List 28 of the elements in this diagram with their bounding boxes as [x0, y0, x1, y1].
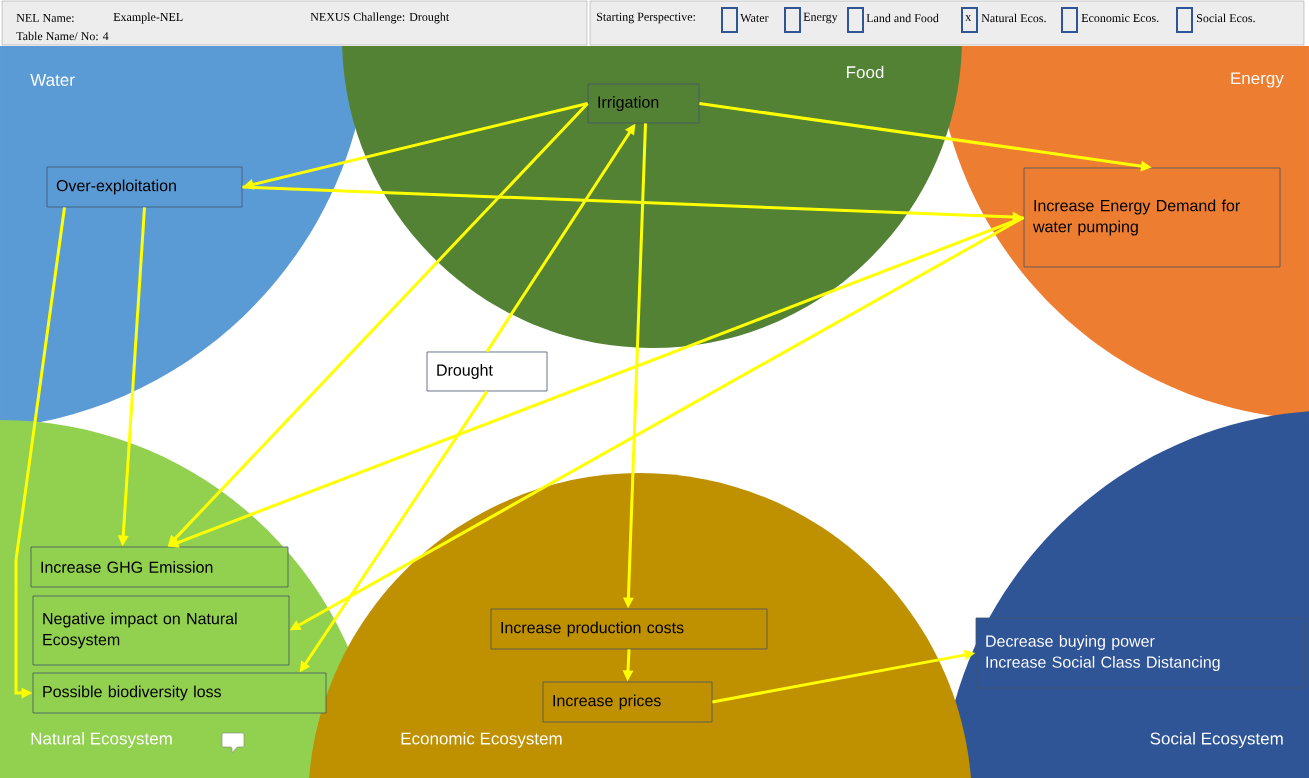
header-text: x [965, 15, 972, 21]
header-text: Table Name/ No: 4 [16, 31, 109, 41]
header-text: Economic Ecos. [1081, 13, 1159, 23]
text-box: Negative impact on Natural Ecosystem [32, 595, 290, 666]
region-label: Food [847, 65, 884, 79]
region-label: Energy [1231, 72, 1284, 88]
region-label: Natural Ecosystem [31, 732, 172, 748]
text-box: Increase GHG Emission [30, 546, 289, 588]
text-box: Drought [426, 351, 548, 392]
region-label: Economic Ecosystem [401, 732, 562, 748]
header-text: NEXUS Challenge: Drought [310, 12, 450, 24]
header-text: Energy [803, 12, 838, 24]
text-box: Increase prices [542, 681, 713, 723]
text-box: Over-exploitation [46, 166, 243, 208]
text-box: Increase production costs [490, 608, 768, 650]
header-text: Natural Ecos. [981, 13, 1046, 23]
header-text: Water [740, 14, 769, 22]
header-text: Example-NEL [113, 12, 183, 24]
text-box: Increase Energy Demand for water pumping [1023, 167, 1281, 268]
text-box: Possible biodiversity loss [32, 672, 327, 714]
region-label: Social Ecosystem [1150, 732, 1283, 748]
header-text: Social Ecos. [1197, 13, 1255, 23]
text-box: Irrigation [587, 83, 700, 124]
text-box: Decrease buying power Increase Social Class Distancing [975, 617, 1305, 689]
header-text: NEL Name: [16, 14, 74, 22]
region-label: Water [30, 74, 75, 86]
header-text: Land and Food [866, 13, 939, 23]
header-text: Starting Perspective: [597, 12, 695, 24]
